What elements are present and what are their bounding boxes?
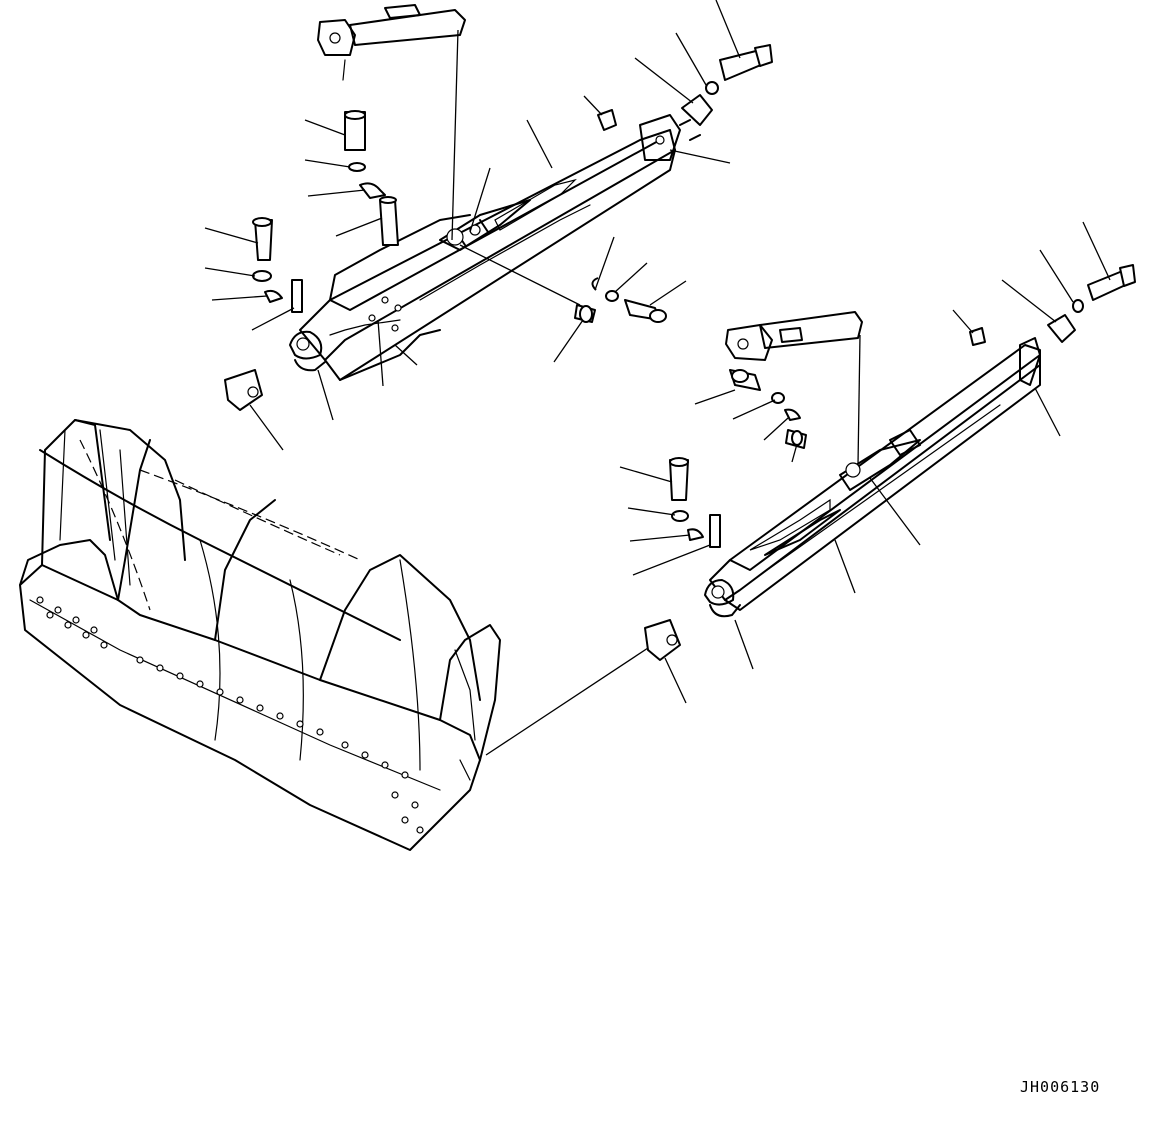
leader-lines <box>204 0 1111 756</box>
left-arm-hardware <box>224 44 773 411</box>
left-cylinder <box>317 4 466 81</box>
drawing-code-label: JH006130 <box>1020 1078 1101 1096</box>
right-cylinder <box>725 311 863 361</box>
dozer-blade <box>19 419 501 851</box>
left-push-arm <box>289 114 681 381</box>
right-push-arm <box>704 337 1041 618</box>
blade-bottom-holes <box>36 596 424 834</box>
